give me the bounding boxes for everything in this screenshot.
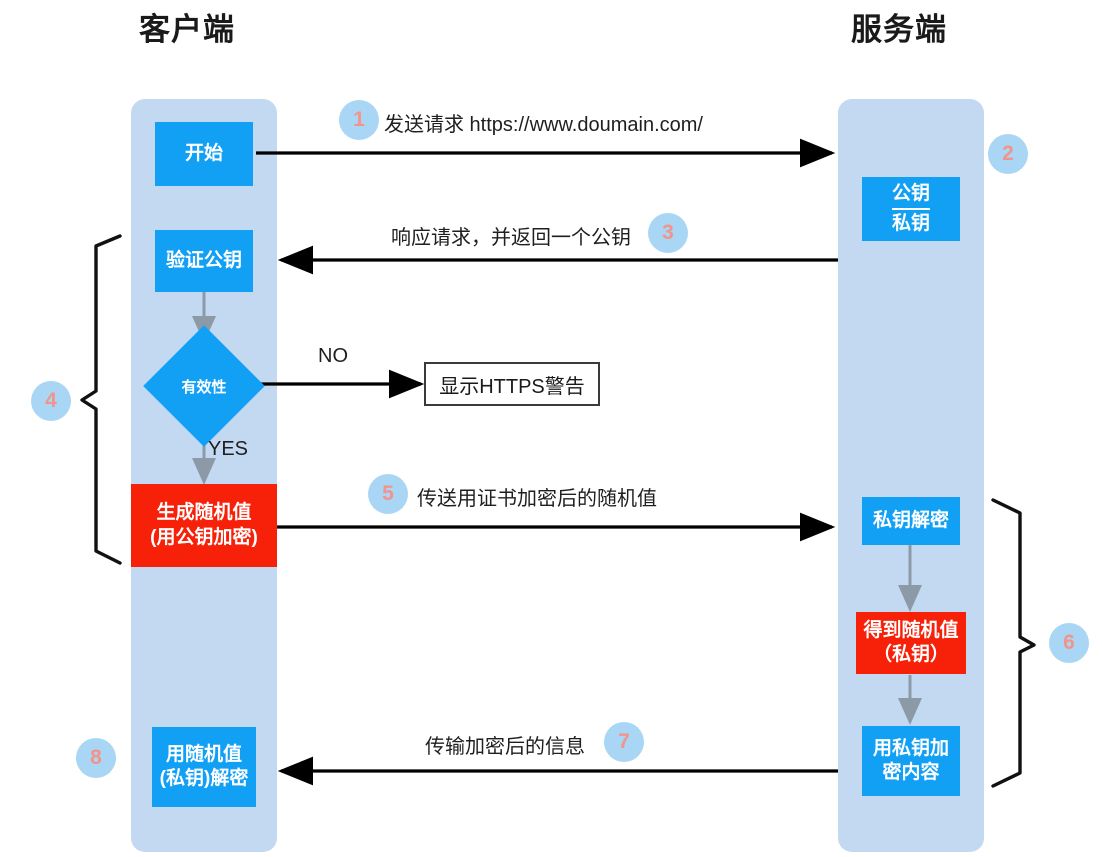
node-encrypt-with-private-key-line2: 密内容 [882,762,940,783]
node-generate-random[interactable]: 生成随机值 (用公钥加密) [131,484,277,567]
node-encrypt-with-private-key-line1: 用私钥加 [872,737,949,759]
step-badge-4: 4 [31,381,71,421]
node-decrypt-with-random-line1: 用随机值 [165,743,242,765]
brace-client-verify-group [80,234,122,565]
node-verify-public-key[interactable]: 验证公钥 [155,230,253,292]
node-got-random-value-line2: （私钥） [872,644,949,665]
step-badge-7: 7 [604,722,644,762]
branch-no-label: NO [318,345,348,367]
step-badge-8: 8 [76,738,116,778]
node-generate-random-line1: 生成随机值 [156,502,252,524]
https-warning-box[interactable]: 显示HTTPS警告 [424,362,600,406]
message-1-label: 发送请求 https://www.doumain.com/ [384,114,703,136]
step-badge-3: 3 [648,213,688,253]
node-got-random-value-line1: 得到随机值 [863,619,959,641]
node-verify-public-key-label: 验证公钥 [165,249,242,271]
server-lane-title: 服务端 [851,12,947,47]
node-got-random-value[interactable]: 得到随机值 （私钥） [856,612,966,674]
node-private-key-decrypt-label: 私钥解密 [872,509,949,531]
step-badge-5: 5 [368,474,408,514]
client-lane-title: 客户端 [139,12,235,47]
branch-yes-label: YES [208,438,249,460]
message-3-label: 响应请求，并返回一个公钥 [391,227,631,249]
node-start-label: 开始 [184,142,223,164]
node-key-pair-public-label: 公钥 [891,182,930,210]
step-badge-6: 6 [1049,623,1089,663]
brace-server-decrypt-group [991,498,1036,788]
node-start[interactable]: 开始 [155,122,253,186]
node-decrypt-with-random-line2: (私钥)解密 [159,768,249,789]
message-7-label: 传输加密后的信息 [425,736,585,758]
decision-validity-label: 有效性 [181,379,227,396]
node-decrypt-with-random[interactable]: 用随机值 (私钥)解密 [152,727,256,807]
message-5-label: 传送用证书加密后的随机值 [417,488,657,510]
https-warning-box-label: 显示HTTPS警告 [439,375,585,398]
step-badge-1: 1 [339,100,379,140]
node-generate-random-line2: (用公钥加密) [150,526,258,548]
node-private-key-decrypt[interactable]: 私钥解密 [862,497,960,545]
node-key-pair-private-label: 私钥 [891,212,930,234]
node-encrypt-with-private-key[interactable]: 用私钥加 密内容 [862,726,960,796]
node-key-pair[interactable]: 公钥 私钥 [862,177,960,241]
step-badge-2: 2 [988,134,1028,174]
